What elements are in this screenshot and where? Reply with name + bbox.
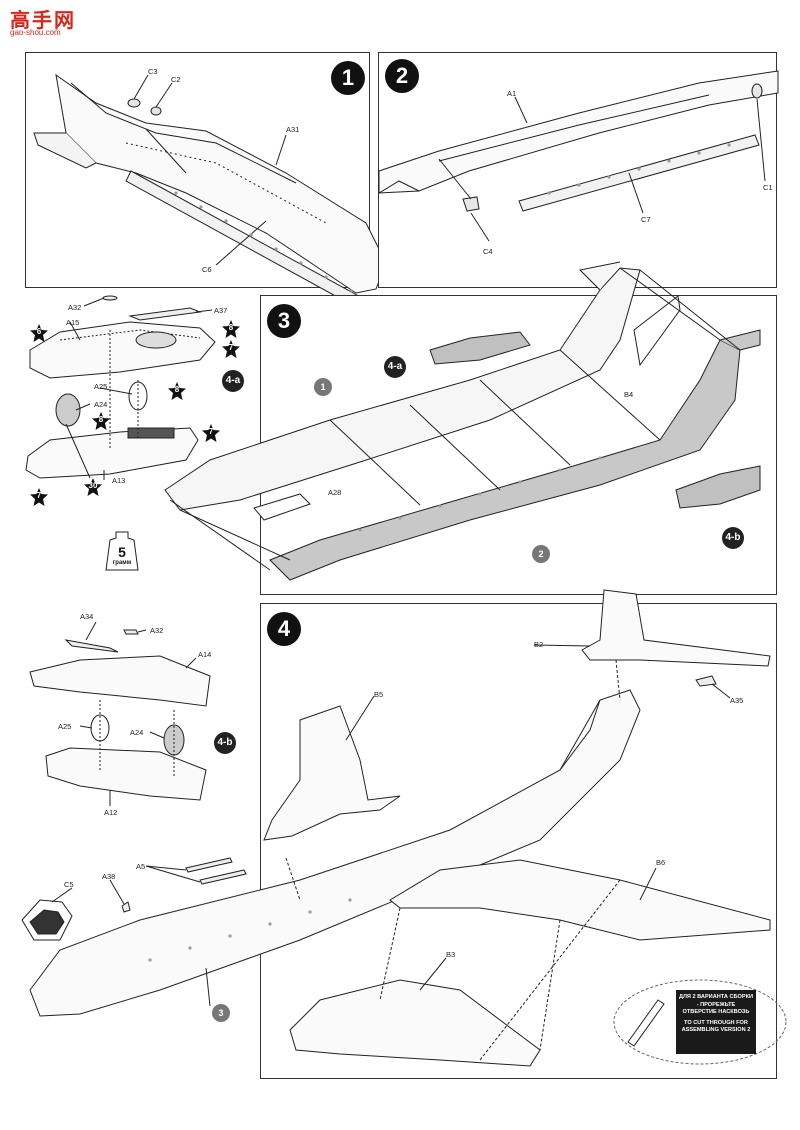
part-label-a25-4a: A25 — [94, 382, 108, 391]
step-1-panel: 1 C3 C2 A31 C6 — [25, 52, 387, 322]
subassembly-badge-4b-ref: 4-b — [722, 527, 744, 549]
part-label-a24-4a: A24 — [94, 400, 108, 409]
note-english: TO CUT THROUGH FOR ASSEMBLING VERSION 2 — [681, 1019, 751, 1034]
weight-value: 5 — [118, 544, 126, 560]
part-label-a28: A28 — [328, 488, 342, 497]
step-1-badge: 1 — [331, 61, 365, 95]
site-watermark: 高手网 gao-shou.com — [6, 4, 76, 38]
part-label-c7: C7 — [641, 215, 651, 224]
paint-star-6: 6 — [30, 324, 48, 342]
step-2-badge: 2 — [385, 59, 419, 93]
part-ref-3: 3 — [212, 1004, 230, 1022]
part-label-c3: C3 — [148, 67, 158, 76]
fuselage-right-half-drawing — [378, 70, 779, 242]
part-label-b3: B3 — [446, 950, 456, 959]
part-label-c2: C2 — [171, 75, 181, 84]
part-label-b5: B5 — [374, 690, 384, 699]
watermark-url: gao-shou.com — [10, 28, 61, 37]
part-label-a37: A37 — [214, 306, 228, 315]
part-label-a34: A34 — [80, 612, 94, 621]
part-label-b2: B2 — [534, 640, 544, 649]
part-ref-1: 1 — [314, 378, 332, 396]
part-label-a38: A38 — [102, 872, 116, 881]
step-4-badge: 4 — [267, 612, 301, 646]
part-label-a35: A35 — [730, 696, 744, 705]
paint-star-8-b: 8 — [168, 382, 186, 400]
fuselage-left-half-drawing — [33, 73, 387, 322]
paint-star-7-b: 7 — [202, 424, 220, 442]
paint-star-30: 30 — [84, 478, 102, 496]
paint-star-8-a: 8 — [222, 320, 240, 338]
part-label-b6: B6 — [656, 858, 666, 867]
watermark-title: 高手网 — [10, 8, 76, 32]
part-label-c5: C5 — [64, 880, 74, 889]
part-label-b4: B4 — [624, 390, 634, 399]
part-label-a1: A1 — [507, 89, 517, 98]
note-russian: ДЛЯ 2 ВАРИАНТА СБОРКИ - ПРОРЕЖЬТЕ ОТВЕРС… — [679, 994, 754, 1016]
part-label-c4: C4 — [483, 247, 493, 256]
part-ref-2: 2 — [532, 545, 550, 563]
part-label-a14: A14 — [198, 650, 212, 659]
part-label-a13: A13 — [112, 476, 126, 485]
step-3-badge: 3 — [267, 304, 301, 338]
part-label-a15: A15 — [66, 318, 80, 327]
weight-unit: грамм — [112, 560, 132, 566]
cut-through-note: ДЛЯ 2 ВАРИАНТА СБОРКИ - ПРОРЕЖЬТЕ ОТВЕРС… — [676, 990, 756, 1054]
paint-star-8-c: 8 — [92, 412, 110, 430]
part-label-a24-4b: A24 — [130, 728, 144, 737]
part-label-a32-4a: A32 — [68, 303, 82, 312]
part-label-a32-4b: A32 — [150, 626, 164, 635]
part-label-a31: A31 — [286, 125, 300, 134]
paint-star-7-a: 7 — [222, 340, 240, 358]
part-label-c1: C1 — [763, 183, 773, 192]
subassembly-badge-4b: 4-b — [214, 732, 236, 754]
subassembly-badge-4a: 4-a — [222, 370, 244, 392]
part-label-a12: A12 — [104, 808, 118, 817]
weight-icon: 5 грамм — [104, 530, 140, 572]
step-2-panel: 2 A1 C1 C4 C7 — [378, 52, 779, 288]
part-label-c6: C6 — [202, 265, 212, 274]
part-label-a5: A5 — [136, 862, 146, 871]
paint-star-7-c: 7 — [30, 488, 48, 506]
subassembly-badge-4a-ref: 4-a — [384, 356, 406, 378]
part-label-a25-4b: A25 — [58, 722, 72, 731]
